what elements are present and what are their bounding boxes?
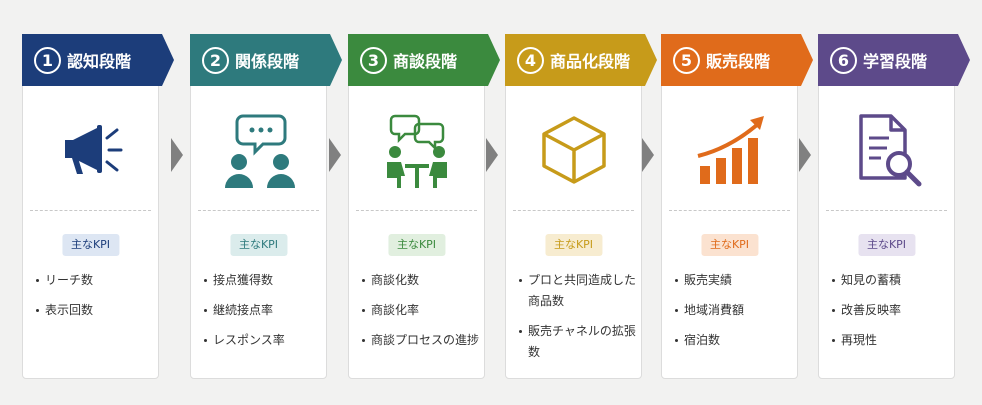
stage-number-badge: 6 (830, 47, 857, 74)
kpi-item: 継続接点率 (200, 300, 324, 321)
kpi-item: 販売実績 (671, 270, 795, 291)
kpi-list: プロと共同造成した商品数販売チャネルの拡張数 (515, 270, 639, 372)
stage-card (348, 34, 485, 379)
flow-arrow-icon (642, 138, 654, 172)
kpi-item: 販売チャネルの拡張数 (515, 321, 639, 363)
flow-arrow-icon (486, 138, 498, 172)
kpi-item: 改善反映率 (828, 300, 952, 321)
stage-number-badge: 1 (34, 47, 61, 74)
kpi-item: 宿泊数 (671, 330, 795, 351)
stage-card (505, 34, 642, 379)
stage-title: 認知段階 (67, 52, 132, 71)
kpi-item: 商談化率 (358, 300, 482, 321)
stage-title: 販売段階 (706, 52, 771, 71)
dashed-divider (356, 210, 477, 211)
stage-title: 商談段階 (393, 52, 458, 71)
kpi-item: 商談化数 (358, 270, 482, 291)
flow-arrow-icon (329, 138, 341, 172)
kpi-item: レスポンス率 (200, 330, 324, 351)
stage-header: 5 販売段階 (661, 34, 813, 86)
stage-card (661, 34, 798, 379)
kpi-list: 商談化数商談化率商談プロセスの進捗 (358, 270, 482, 360)
kpi-list: 接点獲得数継続接点率レスポンス率 (200, 270, 324, 360)
dashed-divider (513, 210, 634, 211)
flow-arrow-icon (799, 138, 811, 172)
dashed-divider (30, 210, 151, 211)
stage-number-badge: 3 (360, 47, 387, 74)
kpi-item: 接点獲得数 (200, 270, 324, 291)
kpi-list: 知見の蓄積改善反映率再現性 (828, 270, 952, 360)
kpi-item: 商談プロセスの進捗 (358, 330, 482, 351)
document-search-icon (858, 114, 921, 187)
kpi-item: 再現性 (828, 330, 952, 351)
flow-arrow-icon (171, 138, 183, 172)
stage-header: 2 関係段階 (190, 34, 342, 86)
conversation-icon (224, 114, 295, 188)
cube-icon (541, 116, 606, 184)
kpi-item: 知見の蓄積 (828, 270, 952, 291)
stage-header: 6 学習段階 (818, 34, 970, 86)
kpi-item: 表示回数 (32, 300, 156, 321)
kpi-label-badge: 主なKPI (544, 234, 603, 256)
kpi-label-badge: 主なKPI (700, 234, 759, 256)
dashed-divider (826, 210, 947, 211)
stage-title: 商品化段階 (550, 52, 631, 71)
kpi-list: リーチ数表示回数 (32, 270, 156, 330)
stage-title: 学習段階 (863, 52, 928, 71)
kpi-item: 地域消費額 (671, 300, 795, 321)
stage-number-badge: 5 (673, 47, 700, 74)
stage-card (818, 34, 955, 379)
stage-header: 3 商談段階 (348, 34, 500, 86)
kpi-label-badge: 主なKPI (387, 234, 446, 256)
stage-header: 4 商品化段階 (505, 34, 657, 86)
kpi-item: プロと共同造成した商品数 (515, 270, 639, 312)
dashed-divider (198, 210, 319, 211)
kpi-item: リーチ数 (32, 270, 156, 291)
stage-card (190, 34, 327, 379)
meeting-icon (386, 114, 447, 188)
dashed-divider (669, 210, 790, 211)
growth-chart-icon (697, 116, 764, 184)
kpi-list: 販売実績地域消費額宿泊数 (671, 270, 795, 360)
kpi-label-badge: 主なKPI (229, 234, 288, 256)
stage-number-badge: 4 (517, 47, 544, 74)
stage-title: 関係段階 (235, 52, 300, 71)
stage-card (22, 34, 159, 379)
kpi-label-badge: 主なKPI (61, 234, 120, 256)
stage-number-badge: 2 (202, 47, 229, 74)
kpi-label-badge: 主なKPI (857, 234, 916, 256)
megaphone-icon (64, 125, 122, 174)
stage-header: 1 認知段階 (22, 34, 174, 86)
